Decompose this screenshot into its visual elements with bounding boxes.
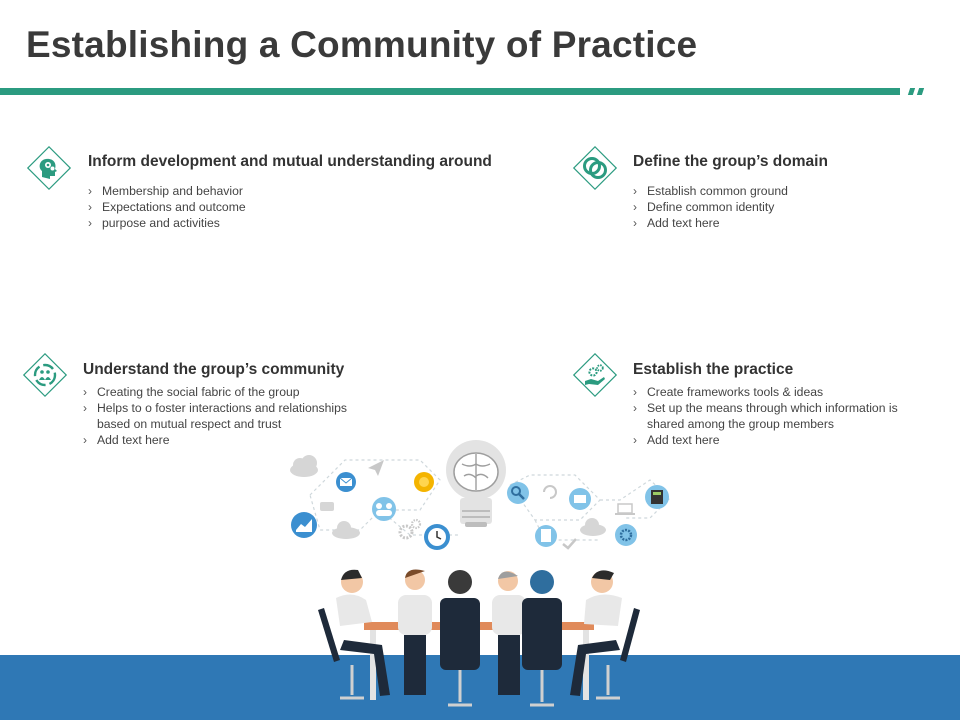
bullet-list: › Establish common ground › Define common … <box>633 183 788 231</box>
mail-icon <box>336 472 356 492</box>
person-right-end <box>570 570 622 696</box>
bullet-text: Define common identity <box>647 200 775 214</box>
chat-icon <box>320 502 334 511</box>
list-item: › Add text here <box>83 432 347 448</box>
bullet-text: Add text here <box>647 433 720 447</box>
chevron-bullet: › <box>88 216 92 230</box>
clock-icon <box>424 524 450 550</box>
search-icon <box>507 482 529 504</box>
chevron-bullet: › <box>633 433 637 447</box>
team-meeting-illustration <box>290 440 671 707</box>
chevron-bullet: › <box>633 184 637 198</box>
refresh-icon <box>543 485 557 499</box>
person-left-2 <box>398 569 432 695</box>
overlapping-circles-icon <box>572 145 618 191</box>
bullet-text: Create frameworks tools & ideas <box>647 385 824 399</box>
laptop-icon <box>615 503 635 515</box>
list-item: › Helps to o foster interactions and rela… <box>83 400 347 416</box>
cloud-icon <box>332 521 360 539</box>
cloud-icon <box>580 518 606 536</box>
title-underline-tick <box>916 88 925 95</box>
list-item: › Membership and behavior <box>88 183 246 199</box>
person-right-2 <box>492 571 526 695</box>
section-heading: Inform development and mutual understand… <box>88 153 492 170</box>
list-item: based on mutual respect and trust <box>83 416 347 432</box>
chevron-bullet: › <box>83 401 87 415</box>
bullet-text: purpose and activities <box>102 216 220 230</box>
chair-base <box>340 665 620 707</box>
chair <box>318 608 640 662</box>
bullet-text: Membership and behavior <box>102 184 243 198</box>
chevron-bullet: › <box>633 200 637 214</box>
calculator-icon <box>645 485 669 509</box>
list-item: › Define common identity <box>633 199 788 215</box>
check-icon <box>562 538 577 550</box>
section-heading: Establish the practice <box>633 361 794 378</box>
bullet-list: › Creating the social fabric of the group… <box>83 384 347 448</box>
message-icon <box>569 488 591 510</box>
cloud-icon <box>290 455 318 477</box>
document-icon <box>535 525 557 547</box>
bullet-list: › Membership and behavior › Expectations a… <box>88 183 246 231</box>
bullet-text: Add text here <box>647 216 720 230</box>
chevron-bullet: › <box>88 184 92 198</box>
bullet-list: › Create frameworks tools & ideas › Set up… <box>633 384 898 448</box>
bullet-text: Establish common ground <box>647 184 788 198</box>
footer-band <box>0 655 960 720</box>
chevron-bullet: › <box>633 385 637 399</box>
bullet-text: Add text here <box>97 433 170 447</box>
chevron-bullet: › <box>633 401 637 415</box>
brain-gears-icon <box>26 145 72 191</box>
community-cycle-icon <box>22 352 68 398</box>
bullet-text: Creating the social fabric of the group <box>97 385 300 399</box>
people-icon <box>372 497 396 521</box>
chart-icon <box>291 512 317 538</box>
person-left-end <box>336 569 390 696</box>
list-item: › Establish common ground <box>633 183 788 199</box>
section-heading: Define the group’s domain <box>633 153 828 170</box>
gear-icon <box>398 518 422 540</box>
chevron-bullet: › <box>83 433 87 447</box>
page-title: Establishing a Community of Practice <box>26 24 698 65</box>
person-back-right <box>522 570 562 670</box>
paper-plane-icon <box>368 460 384 476</box>
section-heading: Understand the group’s community <box>83 361 345 378</box>
list-item: › Add text here <box>633 215 788 231</box>
hand-gears-icon <box>572 352 618 398</box>
person-back-left <box>440 570 480 670</box>
list-item: › Expectations and outcome <box>88 199 246 215</box>
bullet-text: shared among the group members <box>647 417 834 431</box>
bullet-text: Set up the means through which informati… <box>647 401 898 415</box>
bullet-text: based on mutual respect and trust <box>97 417 282 431</box>
title-underline-tick <box>907 88 916 95</box>
list-item: › purpose and activities <box>88 215 246 231</box>
list-item: › Create frameworks tools & ideas <box>633 384 898 400</box>
list-item: › Add text here <box>633 432 898 448</box>
chevron-bullet: › <box>83 385 87 399</box>
coin-icon <box>414 472 434 492</box>
settings-icon <box>615 524 637 546</box>
list-item: › Set up the means through which informat… <box>633 400 898 416</box>
bullet-text: Helps to o foster interactions and relat… <box>97 401 347 415</box>
list-item: shared among the group members <box>633 416 898 432</box>
bullet-text: Expectations and outcome <box>102 200 246 214</box>
lightbulb-brain-icon <box>446 440 506 527</box>
list-item: › Creating the social fabric of the group <box>83 384 347 400</box>
chevron-bullet: › <box>88 200 92 214</box>
title-underline <box>0 88 900 95</box>
chevron-bullet: › <box>633 216 637 230</box>
